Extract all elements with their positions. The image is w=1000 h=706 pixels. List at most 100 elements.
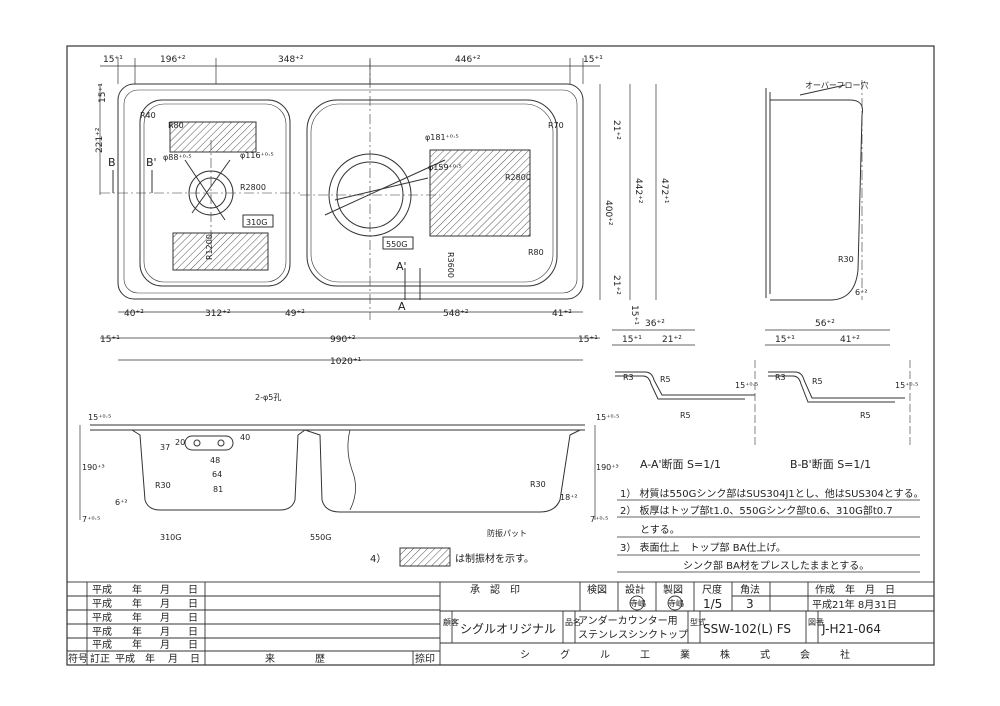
svg-text:捺印: 捺印: [415, 652, 435, 665]
aa-r3: R3: [623, 373, 634, 382]
section-mark-b: B: [108, 156, 116, 169]
bb-caption: B-B'断面 S=1/1: [790, 457, 871, 471]
svg-text:日: 日: [188, 627, 198, 638]
label-r2800a: R2800: [240, 183, 266, 192]
dim-bottom-990: 990⁺²: [330, 335, 356, 345]
front-view: [79, 424, 596, 567]
tb-angle-h: 角法: [740, 583, 760, 596]
damper-legend: [399, 547, 451, 567]
dim-bottom-312: 312⁺²: [205, 309, 231, 319]
dim-bottom-49: 49⁺²: [285, 309, 305, 319]
fv-d40: 40: [240, 433, 250, 442]
tb-drawno-h: 図番: [808, 617, 824, 627]
dim-bottom-548: 548⁺²: [443, 309, 469, 319]
note-2a: 2） 板厚はトップ部t1.0、550Gシンク部t0.6、310G部t0.7: [620, 504, 893, 517]
svg-text:日: 日: [188, 599, 198, 610]
fv-d15r: 15⁺⁰·⁵: [596, 413, 619, 422]
label-310g: 310G: [246, 218, 267, 227]
note-3b: シンク部 BA材をプレスしたままとする。: [683, 559, 869, 572]
tb-inspect: 検図: [587, 583, 607, 596]
plan-view: [100, 60, 584, 320]
svg-text:月: 月: [168, 653, 178, 665]
title-block-text: 承 認 印 検図 設計 製図 寺嶋 寺嶋 尺度 1/5 角法 3 作成 年 月 …: [443, 583, 897, 661]
dim-left-221: 221⁺²: [95, 127, 105, 153]
label-r40: R40: [140, 111, 156, 120]
tb-model-h: 型式: [690, 617, 706, 627]
section-aa: [612, 329, 756, 445]
label-overflow: オーバーフロー穴: [805, 80, 868, 90]
dim-bottom-40: 40⁺²: [124, 309, 144, 319]
fv-pad: 防振パット: [487, 528, 527, 538]
fv-d20: 20: [175, 438, 185, 447]
dim-top-15a: 15⁺¹: [103, 55, 123, 65]
fv-d7a: 7⁺⁰·⁵: [82, 515, 100, 524]
label-r2800b: R2800: [505, 173, 531, 182]
label-r3600: R3600: [446, 252, 455, 278]
dim-right-472: 472⁺¹: [659, 178, 669, 204]
svg-text:平成: 平成: [92, 584, 112, 596]
dim-bottom-15a: 15⁺¹: [100, 335, 120, 345]
damper-pad-2: [172, 232, 269, 271]
dim-bottom-1020: 1020⁺¹: [330, 357, 362, 367]
svg-text:平成: 平成: [115, 653, 135, 665]
svg-text:日: 日: [188, 640, 198, 651]
svg-text:月: 月: [160, 584, 170, 596]
fv-d15: 15⁺⁰·⁵: [88, 413, 111, 422]
fv-r30a: R30: [155, 481, 171, 490]
svg-text:年: 年: [132, 638, 142, 651]
dim-right-400: 400⁺²: [603, 200, 613, 226]
note-1: 1） 材質は550Gシンク部はSUS304J1とし、他はSUS304とする。: [620, 487, 924, 500]
note-3a: 3） 表面仕上 トップ部 BA仕上げ。: [620, 541, 786, 554]
damper-pad-3: [429, 149, 531, 237]
label-550g: 550G: [386, 240, 407, 249]
tb-customer-h: 顧客: [443, 617, 459, 627]
svg-text:平成: 平成: [92, 626, 112, 638]
tb-design: 設計: [625, 583, 645, 596]
fv-d37: 37: [160, 443, 170, 452]
dim-top-348: 348⁺²: [278, 55, 304, 65]
svg-text:日: 日: [188, 585, 198, 596]
label-side-r30: R30: [838, 255, 854, 264]
fv-d48: 48: [210, 456, 220, 465]
svg-text:平成: 平成: [92, 612, 112, 624]
svg-text:月: 月: [160, 639, 170, 651]
plan-outline: [117, 83, 584, 300]
aa-r5a: R5: [660, 375, 671, 384]
fv-d81: 81: [213, 485, 223, 494]
svg-text:年: 年: [132, 597, 142, 610]
tb-company: シ グ ル 工 業 株 式 会 社: [520, 648, 850, 661]
dim-top-446: 446⁺²: [455, 55, 481, 65]
tb-draft: 製図: [663, 583, 683, 596]
aa-dim-15: 15⁺¹: [622, 335, 642, 345]
svg-text:日: 日: [190, 654, 200, 665]
label-phi159: φ159⁺⁰·⁵: [428, 163, 462, 172]
tb-stamp-1: 寺嶋: [630, 598, 646, 608]
fv-d7b: 7⁺⁰·⁵: [590, 515, 608, 524]
bb-dim-15: 15⁺¹: [775, 335, 795, 345]
bb-dim-41: 41⁺²: [840, 335, 860, 345]
tb-product-v1: アンダーカウンター用: [578, 614, 678, 627]
title-block: [66, 581, 935, 666]
svg-text:年: 年: [132, 611, 142, 624]
dim-right-21b: 21⁺²: [611, 275, 621, 295]
bb-r3: R3: [775, 373, 786, 382]
bb-r5b: R5: [860, 411, 871, 420]
note-4: は制振材を示す。: [455, 552, 534, 565]
svg-text:訂正: 訂正: [90, 652, 110, 665]
dim-top-196: 196⁺²: [160, 55, 186, 65]
fv-310g: 310G: [160, 533, 181, 542]
label-r80b: R80: [528, 248, 544, 257]
svg-text:年: 年: [132, 625, 142, 638]
side-view: [765, 80, 863, 301]
svg-text:平成: 平成: [92, 639, 112, 651]
svg-text:月: 月: [160, 626, 170, 638]
dim-bottom-41: 41⁺²: [552, 309, 572, 319]
svg-text:月: 月: [160, 612, 170, 624]
svg-text:符号: 符号: [68, 652, 88, 665]
label-phi88: φ88⁺⁰·⁵: [163, 153, 192, 162]
svg-text:来 歴: 来 歴: [265, 653, 325, 665]
tb-created-h: 作成 年 月 日: [815, 583, 895, 596]
aa-dim-15v: 15⁺⁰·⁵: [735, 381, 758, 390]
